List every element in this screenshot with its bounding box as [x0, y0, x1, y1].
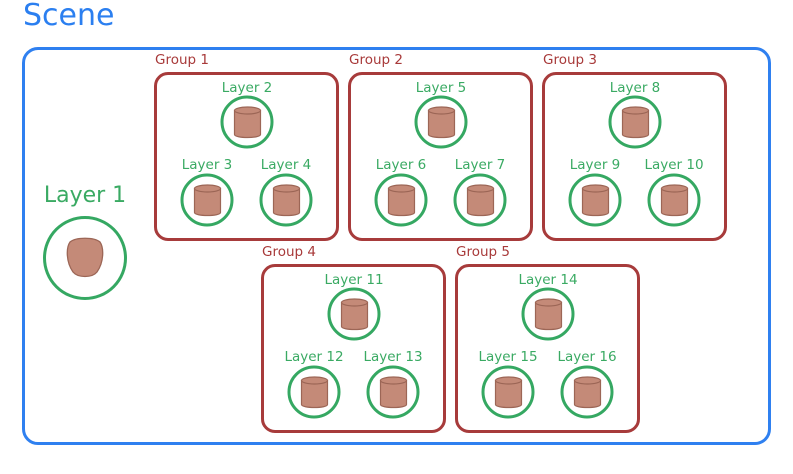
layer-node[interactable]: [414, 95, 468, 149]
layer-node[interactable]: [453, 173, 507, 227]
layer-node[interactable]: [366, 365, 420, 419]
cylinder-icon: [272, 183, 300, 216]
group-5-box[interactable]: [455, 264, 640, 433]
cylinder-icon: [466, 183, 494, 216]
layer-node[interactable]: [560, 365, 614, 419]
group-5-label: Group 5: [456, 244, 510, 260]
cylinder-icon: [387, 183, 415, 216]
cylinder-icon: [379, 375, 407, 408]
layer-node[interactable]: [287, 365, 341, 419]
cylinder-icon: [494, 375, 522, 408]
layer-label: Layer 8: [609, 80, 661, 96]
scene-container: [22, 47, 771, 445]
cylinder-icon: [340, 297, 368, 330]
layer-label: Layer 7: [454, 157, 506, 173]
layer-node[interactable]: [259, 173, 313, 227]
layer-label: Layer 10: [644, 157, 704, 173]
cylinder-icon: [300, 375, 328, 408]
layer-node[interactable]: [608, 95, 662, 149]
group-4-label: Group 4: [262, 244, 316, 260]
layer-node[interactable]: [647, 173, 701, 227]
cylinder-icon: [193, 183, 221, 216]
group-2-box[interactable]: [348, 72, 533, 241]
cylinder-icon: [534, 297, 562, 330]
cylinder-icon: [233, 105, 261, 138]
blob-icon: [66, 237, 104, 278]
layer-label: Layer 4: [260, 157, 312, 173]
layer-label: Layer 9: [569, 157, 621, 173]
layer-1-node[interactable]: [43, 216, 127, 300]
layer-node[interactable]: [374, 173, 428, 227]
cylinder-icon: [581, 183, 609, 216]
layer-node[interactable]: [481, 365, 535, 419]
cylinder-icon: [427, 105, 455, 138]
layer-label: Layer 13: [363, 349, 423, 365]
cylinder-icon: [573, 375, 601, 408]
layer-1-label: Layer 1: [43, 183, 127, 208]
cylinder-icon: [660, 183, 688, 216]
group-4-box[interactable]: [261, 264, 446, 433]
group-3-label: Group 3: [543, 52, 597, 68]
layer-node[interactable]: [180, 173, 234, 227]
layer-node[interactable]: [568, 173, 622, 227]
layer-node[interactable]: [220, 95, 274, 149]
cylinder-icon: [621, 105, 649, 138]
layer-label: Layer 5: [415, 80, 467, 96]
layer-label: Layer 11: [324, 272, 384, 288]
layer-label: Layer 12: [284, 349, 344, 365]
group-2-label: Group 2: [349, 52, 403, 68]
layer-label: Layer 15: [478, 349, 538, 365]
layer-label: Layer 16: [557, 349, 617, 365]
group-1-label: Group 1: [155, 52, 209, 68]
layer-label: Layer 3: [181, 157, 233, 173]
layer-node[interactable]: [521, 287, 575, 341]
layer-label: Layer 2: [221, 80, 273, 96]
group-1-box[interactable]: [154, 72, 339, 241]
layer-label: Layer 6: [375, 157, 427, 173]
group-3-box[interactable]: [542, 72, 727, 241]
layer-node[interactable]: [327, 287, 381, 341]
scene-title: Scene: [23, 0, 115, 33]
layer-label: Layer 14: [518, 272, 578, 288]
